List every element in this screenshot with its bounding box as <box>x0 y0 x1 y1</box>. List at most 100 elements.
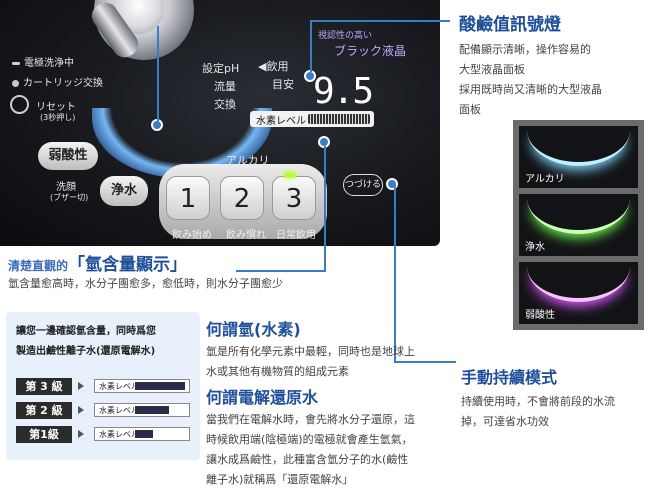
hydrogen-level-pattern <box>308 114 370 124</box>
hydrogen-callout-body: 氫含量愈高時，水分子團愈多，愈低時，則水分子團愈少 <box>8 277 283 290</box>
wash-indicator-icon <box>12 61 20 65</box>
arrow-right-icon <box>78 382 84 390</box>
level-2-badge: 第 2 級 <box>16 402 72 419</box>
alkali-level-2-button[interactable]: 2 <box>220 176 264 220</box>
mode-color-thumbnails: アルカリ 浄水 弱酸性 <box>513 120 644 330</box>
set-ph-label: 設定pH <box>202 62 240 75</box>
leader-line-lcd-vertical <box>310 20 312 72</box>
level-2-bar-label: 水素レベル <box>99 406 139 415</box>
hydrogen-callout-title: 清楚直觀的「氫含量顯示」 <box>8 250 187 275</box>
lcd-note-2: ブラック液晶 <box>334 44 407 58</box>
hydrogen-level-label: 水素レベル <box>256 116 306 127</box>
continuous-mode-line: 持續使用時，不會將前段的水流 <box>461 395 615 408</box>
weak-acid-arc <box>527 262 630 302</box>
hydrogen-level-bar: 水素レベル <box>250 111 374 127</box>
ph-callout-line: 配備顯示清晰，操作容易的 <box>459 43 591 56</box>
leader-line-continue-vertical <box>394 184 396 362</box>
weak-acid-button[interactable]: 弱酸性 <box>38 142 98 170</box>
thumb-pure-label: 浄水 <box>525 242 545 253</box>
what-reduced-line: 時候飲用端(陰極端)的電極就會產生氫氣， <box>206 433 413 446</box>
used-label: 飲み慣れ <box>226 230 266 241</box>
level-3-badge: 第 3 級 <box>16 378 72 395</box>
wash-indicator: 電極洗浄中 <box>12 54 74 69</box>
level-3-bar: 水素レベル <box>94 379 190 393</box>
what-hydrogen-line: 氫是所有化學元素中最輕，同時也是地球上 <box>206 345 415 358</box>
ph-display: 9.5 <box>313 71 374 112</box>
leader-line-continue-horizontal <box>394 361 456 363</box>
continuous-mode-line: 掉，可達省水功效 <box>461 415 549 428</box>
leader-line-glow <box>157 26 159 121</box>
hydrogen-callout-heading: 「氫含量顯示」 <box>68 255 188 275</box>
infobox-line-2: 製造出鹼性離子水(還原電解水) <box>16 346 156 357</box>
reset-label: リセット <box>36 102 76 113</box>
wash-label: 電極洗浄中 <box>24 58 74 69</box>
level-1-bar: 水素レベル <box>94 427 190 441</box>
alkali-level-3-label: 3 <box>285 184 303 214</box>
level-1-badge: 第1級 <box>16 426 72 443</box>
pure-water-label: 浄水 <box>110 183 137 198</box>
cartridge-indicator-icon <box>12 79 19 87</box>
what-hydrogen-title: 何謂氫(水素) <box>206 320 301 339</box>
level-3-bar-pattern <box>135 382 185 390</box>
pure-arc <box>527 194 630 234</box>
replace-label: 交換 <box>214 98 236 111</box>
alkali-level-2-label: 2 <box>233 184 251 214</box>
continue-button[interactable]: つづける <box>343 174 383 196</box>
what-reduced-line: 當我們在電解水時，會先將水分子還原，這 <box>206 413 415 426</box>
arrow-right-icon <box>78 430 84 438</box>
ph-callout-title: 酸鹼值訊號燈 <box>459 15 561 35</box>
hydrogen-callout-prefix: 清楚直觀的 <box>8 259 69 273</box>
continuous-mode-body: 持續使用時，不會將前段的水流 掉，可達省水功效 <box>461 392 646 432</box>
level-1-bar-label: 水素レベル <box>99 430 139 439</box>
ph-callout-line: 採用既時尚又清晰的大型液晶 <box>459 83 602 96</box>
guide-label: 目安 <box>272 78 294 91</box>
start-label: 飲み始め <box>172 230 212 241</box>
alkali-arc <box>527 126 630 166</box>
what-hydrogen-line: 水或其他有機物質的組成元素 <box>206 365 349 378</box>
continue-label: つづける <box>344 180 381 190</box>
pure-water-button[interactable]: 浄水 <box>100 176 148 206</box>
thumb-weak-acid: 弱酸性 <box>519 262 638 324</box>
drink-label: ◀飲用 <box>258 60 289 73</box>
alkali-level-1-button[interactable]: 1 <box>166 176 210 220</box>
level-2-bar: 水素レベル <box>94 403 190 417</box>
level-2-bar-pattern <box>135 406 169 414</box>
infobox-line-1: 讓您一邊確認氫含量，同時爲您 <box>16 326 156 337</box>
cartridge-indicator: カートリッジ交換 <box>12 74 103 89</box>
thumb-alkali: アルカリ <box>519 126 638 188</box>
alkali-level-1-label: 1 <box>179 184 197 214</box>
cartridge-label: カートリッジ交換 <box>23 78 103 89</box>
what-reduced-line: 離子水)就稱爲「還原電解水」 <box>206 473 354 486</box>
what-reduced-body: 當我們在電解水時，會先將水分子還原，這 時候飲用端(陰極端)的電極就會產生氫氣，… <box>206 410 456 490</box>
thumb-pure: 浄水 <box>519 194 638 256</box>
ph-callout-line: 面板 <box>459 103 481 116</box>
thumb-weak-acid-label: 弱酸性 <box>525 310 555 321</box>
reset-button[interactable] <box>10 95 29 114</box>
leader-line-lcd-horizontal <box>310 20 450 22</box>
alkali-level-3-button[interactable]: 3 <box>272 176 316 220</box>
what-reduced-title: 何謂電解還原水 <box>206 388 319 407</box>
continue-marker <box>386 178 398 190</box>
ph-callout-line: 大型液晶面板 <box>459 63 525 76</box>
control-panel: 電極洗浄中 カートリッジ交換 リセット (3秒押し) 弱酸性 洗顔 (ブザー切)… <box>0 0 440 246</box>
level-1-bar-pattern <box>135 430 153 438</box>
leader-line-hydrogen-vertical <box>324 146 326 271</box>
ph-callout-body: 配備顯示清晰，操作容易的 大型液晶面板 採用既時尚又清晰的大型液晶 面板 <box>459 40 649 120</box>
face-wash-label: 洗顔 <box>56 182 76 193</box>
flow-label: 流量 <box>214 80 236 93</box>
alkali-level-led <box>284 172 296 178</box>
reset-sublabel: (3秒押し) <box>40 113 76 122</box>
what-hydrogen-body: 氫是所有化學元素中最輕，同時也是地球上 水或其他有機物質的組成元素 <box>206 342 456 382</box>
face-wash-sublabel: (ブザー切) <box>50 193 89 202</box>
lcd-note: 視認性の高い <box>318 31 373 41</box>
alkali-header: アルカリ <box>226 154 270 167</box>
what-reduced-line: 讓水成爲鹼性，此種富含氫分子的水(鹼性 <box>206 453 409 466</box>
level-3-bar-label: 水素レベル <box>99 382 139 391</box>
weak-acid-label: 弱酸性 <box>48 148 88 163</box>
arrow-right-icon <box>78 406 84 414</box>
leader-line-hydrogen-horizontal <box>236 270 326 272</box>
daily-label: 日常飲用 <box>276 230 316 241</box>
continuous-mode-title: 手動持續模式 <box>461 368 558 387</box>
thumb-alkali-label: アルカリ <box>525 174 565 185</box>
level-info-box: 讓您一邊確認氫含量，同時爲您 製造出鹼性離子水(還原電解水) 第 3 級 水素レ… <box>6 312 200 460</box>
